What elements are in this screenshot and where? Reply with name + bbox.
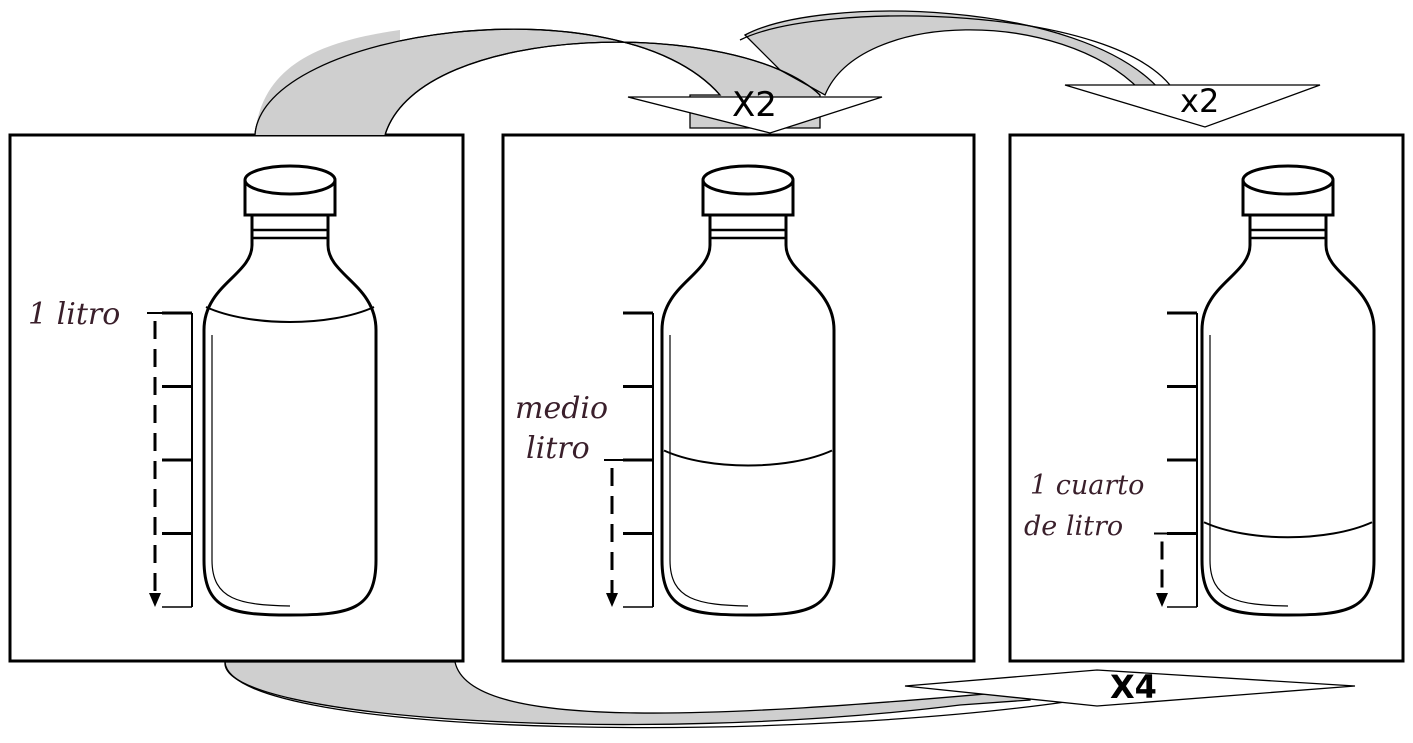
bottle-2-cap-top [703, 166, 793, 194]
label-2-line-1: medio [515, 391, 608, 426]
label-x2-right: x2 [1180, 82, 1219, 120]
label-x4: X4 [1110, 668, 1157, 706]
bottle-1-cap-top [245, 166, 335, 194]
label-2-line-2: litro [526, 431, 590, 466]
label-1-line-1: 1 litro [28, 297, 120, 332]
label-3-line-2: de litro [1024, 511, 1123, 542]
curved-arrow-bottom [225, 662, 1355, 728]
bottle-3-cap-top [1243, 166, 1333, 194]
label-x2-left: X2 [732, 85, 777, 125]
label-3-line-1: 1 cuarto [1030, 470, 1144, 501]
